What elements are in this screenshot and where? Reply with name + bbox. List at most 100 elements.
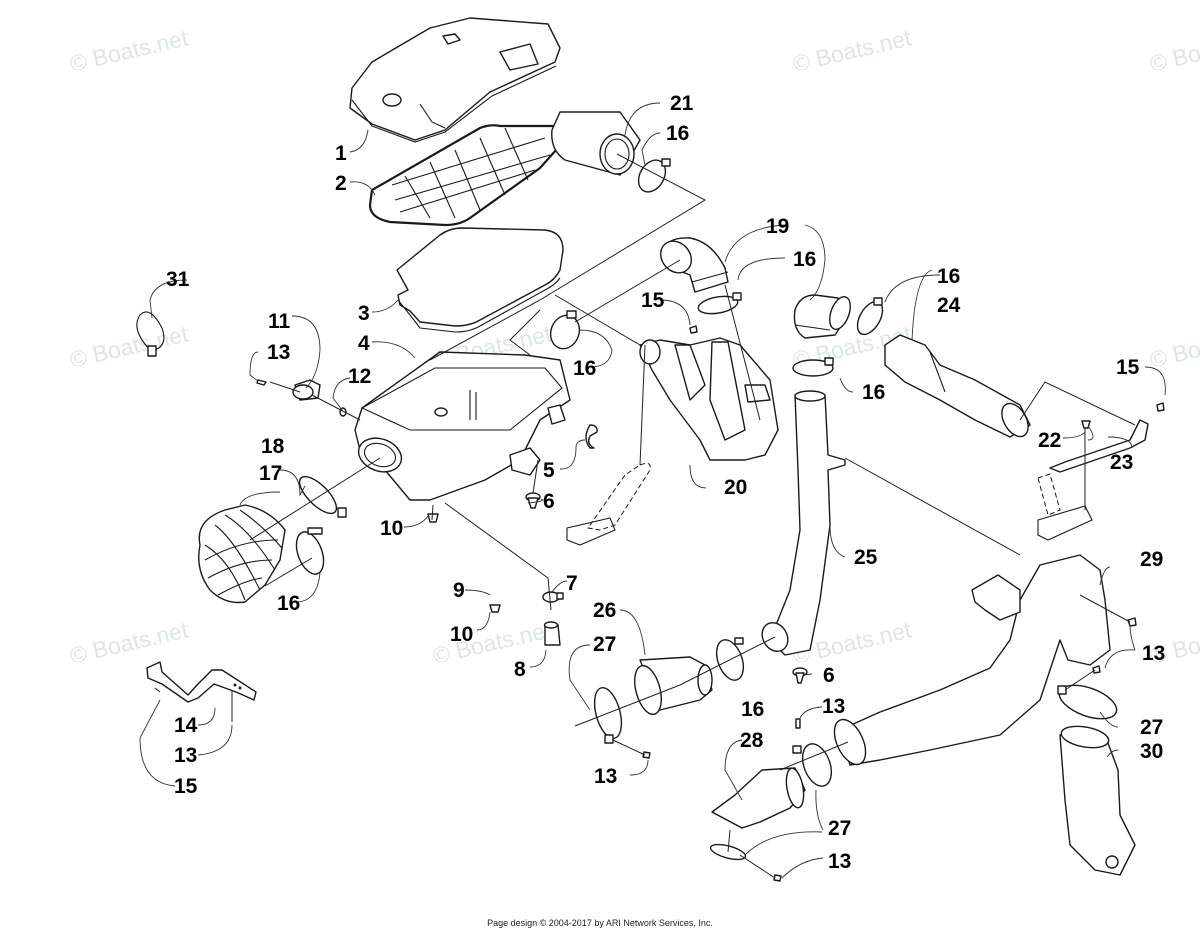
part-17-intake-boot[interactable] (198, 504, 286, 604)
part-18-clamp[interactable] (294, 471, 347, 519)
callout-15[interactable]: 15 (1116, 356, 1140, 379)
part-13-screw-duct-29-b[interactable] (1092, 665, 1101, 674)
part-15-screw-manifold[interactable] (689, 325, 698, 334)
part-27-clamp-c[interactable] (792, 740, 837, 790)
part-14-bracket[interactable] (146, 661, 257, 703)
part-4-air-box[interactable] (354, 351, 571, 501)
callout-25[interactable]: 25 (854, 546, 878, 569)
part-31-clamp[interactable] (136, 311, 165, 357)
callout-15[interactable]: 15 (174, 775, 198, 798)
callout-19[interactable]: 19 (766, 215, 789, 238)
callout-30[interactable]: 30 (1140, 740, 1163, 763)
part-2-filter-grid[interactable] (368, 124, 567, 227)
callout-27[interactable]: 27 (828, 817, 851, 840)
callout-9[interactable]: 9 (453, 579, 465, 602)
part-27-clamp-a[interactable] (590, 685, 627, 744)
part-3-filter-element[interactable] (396, 227, 564, 333)
part-13-screw[interactable] (256, 379, 267, 386)
callout-13[interactable]: 13 (174, 744, 197, 767)
callout-6[interactable]: 6 (543, 490, 555, 513)
callout-22[interactable]: 22 (1038, 429, 1061, 452)
callout-16[interactable]: 16 (277, 592, 300, 615)
callout-13[interactable]: 13 (594, 765, 617, 788)
callout-15[interactable]: 15 (641, 289, 665, 312)
part-25-duct[interactable] (757, 390, 846, 656)
callout-12[interactable]: 12 (348, 365, 371, 388)
part-20-manifold[interactable] (639, 337, 779, 461)
watermark: © Boats.net (67, 24, 191, 77)
callout-13[interactable]: 13 (822, 695, 845, 718)
callout-6[interactable]: 6 (823, 664, 835, 687)
callout-13[interactable]: 13 (828, 850, 851, 873)
part-10-clamp-lower[interactable] (489, 604, 501, 613)
part-8-plug[interactable] (543, 621, 561, 646)
part-5-clip[interactable] (585, 424, 598, 449)
part-6-rivet[interactable] (525, 492, 541, 509)
part-16-clamp-elbow-a[interactable] (697, 292, 742, 316)
callout-7[interactable]: 7 (566, 572, 578, 595)
part-19-elbow-b[interactable] (793, 294, 854, 339)
watermark: © Boats.net (1147, 320, 1200, 373)
callout-14[interactable]: 14 (174, 714, 198, 737)
callout-13[interactable]: 13 (1142, 642, 1165, 665)
part-9-drain-hose[interactable] (428, 524, 497, 599)
callout-29[interactable]: 29 (1140, 548, 1163, 571)
assembly-axis-lines (154, 153, 1136, 879)
part-29-duct[interactable] (828, 554, 1111, 769)
part-27-clamp-b[interactable] (1055, 679, 1121, 726)
part-16-clamp-elbow-b[interactable] (852, 297, 887, 338)
callout-16[interactable]: 16 (741, 698, 764, 721)
part-13-screw-a[interactable] (642, 751, 651, 759)
part-13-screw-duct-29-a[interactable] (1127, 617, 1137, 627)
callout-21[interactable]: 21 (670, 92, 694, 115)
part-1-air-box-cover[interactable] (349, 17, 561, 143)
callout-26[interactable]: 26 (593, 599, 616, 622)
callout-18[interactable]: 18 (261, 435, 285, 458)
part-15-screw-bracket[interactable] (1156, 402, 1165, 412)
callout-23[interactable]: 23 (1110, 451, 1133, 474)
callout-16[interactable]: 16 (666, 122, 689, 145)
callout-16[interactable]: 16 (573, 357, 596, 380)
callout-10[interactable]: 10 (380, 517, 403, 540)
callout-4[interactable]: 4 (358, 332, 370, 355)
callout-31[interactable]: 31 (166, 268, 190, 291)
part-30-intake-duct[interactable] (1059, 723, 1136, 876)
part-24-duct[interactable] (884, 334, 1034, 441)
part-19-elbow-a[interactable] (654, 235, 729, 293)
callout-3[interactable]: 3 (358, 302, 370, 325)
callout-5[interactable]: 5 (543, 459, 555, 482)
watermark: © Boats.net (430, 616, 554, 669)
callout-24[interactable]: 24 (937, 294, 961, 317)
callout-20[interactable]: 20 (724, 476, 747, 499)
callout-11[interactable]: 11 (268, 310, 291, 333)
part-16-clamp-left-of-manifold[interactable] (546, 310, 584, 353)
callout-10[interactable]: 10 (450, 623, 473, 646)
part-7-hose-clamp[interactable] (542, 591, 564, 603)
watermark: © Boats.net (790, 24, 914, 77)
part-16-clamp-boot[interactable] (291, 527, 329, 578)
callout-1[interactable]: 1 (335, 142, 347, 165)
part-11-sensor[interactable] (292, 379, 321, 401)
part-16-clamp-duct-top[interactable] (792, 357, 834, 377)
part-21-pre-filter[interactable] (551, 111, 641, 176)
part-28-boot[interactable] (711, 767, 806, 829)
callout-2[interactable]: 2 (335, 172, 347, 195)
callout-8[interactable]: 8 (514, 658, 526, 681)
callout-13[interactable]: 13 (267, 341, 290, 364)
callout-17[interactable]: 17 (259, 462, 282, 485)
callout-27[interactable]: 27 (1140, 716, 1163, 739)
callout-16[interactable]: 16 (793, 248, 816, 271)
part-16-clamp-top[interactable] (633, 155, 671, 196)
callouts: 1 2 3 4 5 6 6 7 8 9 10 10 11 12 13 13 13… (166, 92, 1165, 873)
part-23-bracket[interactable] (1049, 419, 1149, 473)
part-10-clamp-upper[interactable] (427, 513, 439, 523)
callout-16[interactable]: 16 (862, 381, 885, 404)
part-13-screw-c[interactable] (773, 874, 782, 882)
part-6-rivet-duct[interactable] (792, 667, 808, 684)
part-13-screw-b[interactable] (795, 718, 801, 729)
watermark: © Boats.net (1147, 24, 1200, 77)
callout-27[interactable]: 27 (593, 633, 616, 656)
part-26-boot[interactable] (630, 656, 713, 717)
callout-16[interactable]: 16 (937, 265, 960, 288)
callout-28[interactable]: 28 (740, 729, 764, 752)
